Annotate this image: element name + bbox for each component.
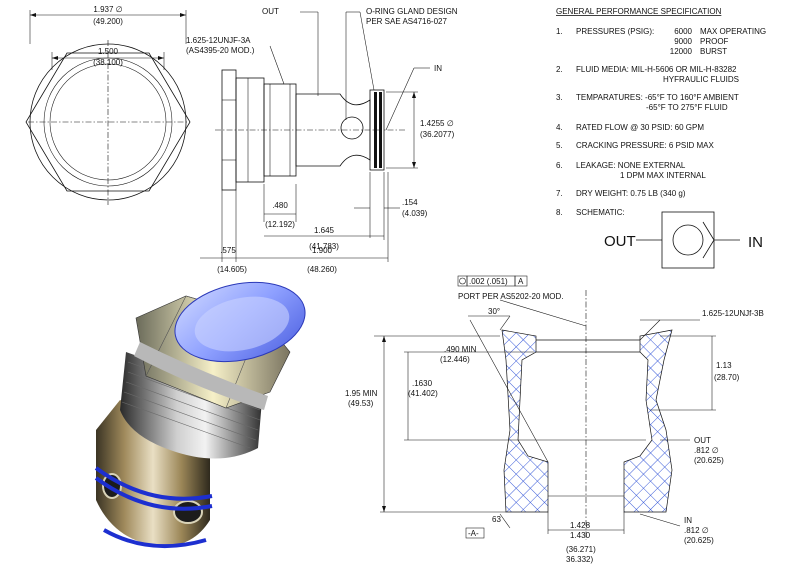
leak-line-2: 1 DPM MAX INTERNAL — [620, 171, 706, 180]
side-in-label: IN — [434, 64, 442, 73]
spec-label-7: DRY WEIGHT: 0.75 LB (340 g) — [576, 189, 686, 198]
dim-1630-mm: (41.402) — [408, 389, 438, 398]
temp-line-2: -65°F TO 275°F FLUID — [646, 103, 728, 112]
dim-490-mm: (12.446) — [440, 355, 470, 364]
dim-flat-mm: (38.100) — [93, 58, 123, 67]
fcf-datum: A — [518, 277, 524, 286]
dim-hex-od-mm: (49.200) — [93, 17, 123, 26]
oring-note-1: O-RING GLAND DESIGN — [366, 7, 458, 16]
dim-490: .490 MIN — [444, 345, 477, 354]
dim-195-mm: (49.53) — [348, 399, 374, 408]
dim-154: .154 — [402, 198, 418, 207]
dim-480-mm: (12.192) — [265, 220, 295, 229]
pressure-name-1: MAX OPERATING — [700, 27, 766, 36]
spec-num-7: 7. — [556, 189, 563, 198]
dia-1-mm: (36.2077) — [420, 130, 455, 139]
schematic-out-label: OUT — [604, 233, 636, 250]
spec-num-6: 6. — [556, 161, 563, 170]
spec-num-1: 1. — [556, 27, 563, 36]
pressure-value-2: 9000 — [674, 37, 692, 46]
spec-label-5: CRACKING PRESSURE: 6 PSID MAX — [576, 141, 714, 150]
check-valve-schematic — [636, 211, 740, 269]
dim-1430: 1.430 — [570, 531, 591, 540]
spec-num-4: 4. — [556, 123, 563, 132]
port-out-label: OUT — [694, 436, 711, 445]
dim-113-mm: (28.70) — [714, 373, 740, 382]
dim-1900: 1.900 — [312, 246, 333, 255]
spec-label-2: FLUID MEDIA: MIL-H-5606 OR MIL-H-83282 — [576, 65, 737, 74]
port-thread: 1.625-12UNJf-3B — [702, 309, 764, 318]
dim-154-mm: (4.039) — [402, 209, 428, 218]
side-view — [200, 11, 430, 262]
pressure-name-2: PROOF — [700, 37, 729, 46]
spec-num-2: 2. — [556, 65, 563, 74]
fluid-line-2: HYFRAULIC FLUIDS — [663, 75, 739, 84]
fcf-tolerance: .002 (.051) — [469, 277, 508, 286]
port-in-label: IN — [684, 516, 692, 525]
spec-label-4: RATED FLOW @ 30 PSID: 60 GPM — [576, 123, 704, 132]
dim-575: .575 — [220, 246, 236, 255]
dim-1428-mm: (36.271) — [566, 545, 596, 554]
spec-num-8: 8. — [556, 208, 563, 217]
datum-label: -A- — [468, 529, 479, 538]
dim-575-mm: (14.605) — [217, 265, 247, 274]
oring-note-2: PER SAE AS4716-027 — [366, 17, 447, 26]
pressure-value-1: 6000 — [674, 27, 692, 36]
dim-1430-mm: 36.332) — [566, 555, 593, 564]
port-section-view — [374, 275, 716, 540]
thread-note-2: (AS4395-20 MOD.) — [186, 46, 255, 55]
spec-label-1: PRESSURES (PSIG): — [576, 27, 654, 36]
pressure-value-3: 12000 — [670, 47, 693, 56]
side-out-label: OUT — [262, 7, 279, 16]
dim-1630: .1630 — [412, 379, 433, 388]
port-note: PORT PER AS5202-20 MOD. — [458, 292, 564, 301]
schematic-in-label: IN — [748, 234, 763, 251]
dim-113: 1.13 — [716, 361, 732, 370]
valve-3d-render — [94, 281, 306, 549]
pressure-name-3: BURST — [700, 47, 727, 56]
spec-num-5: 5. — [556, 141, 563, 150]
dim-hex-od: 1.937 ∅ — [93, 5, 122, 14]
dia-1: 1.4255 ∅ — [420, 119, 454, 128]
port-in-dia: .812 ∅ — [684, 526, 709, 535]
dim-1428: 1.428 — [570, 521, 591, 530]
thread-note-1: 1.625-12UNJF-3A — [186, 36, 251, 45]
dim-480: .480 — [272, 201, 288, 210]
dim-1645: 1.645 — [314, 226, 335, 235]
surface-finish: 63 — [492, 515, 501, 524]
port-in-dia-mm: (20.625) — [684, 536, 714, 545]
dim-1645-mm: (41.783) — [309, 242, 339, 251]
spec-title: GENERAL PERFORMANCE SPECIFICATION — [556, 7, 722, 16]
spec-label-3: TEMPARATURES: -65°F TO 160°F AMBIENT — [576, 93, 739, 102]
port-out-dia-mm: (20.625) — [694, 456, 724, 465]
spec-list: 1. PRESSURES (PSIG): 6000 MAX OPERATING … — [556, 27, 766, 217]
angle-label: 30° — [488, 307, 500, 316]
dim-1900-mm: (48.260) — [307, 265, 337, 274]
spec-label-8: SCHEMATIC: — [576, 208, 625, 217]
hex-end-view — [25, 10, 191, 205]
port-out-dia: .812 ∅ — [694, 446, 719, 455]
dim-flat: 1.500 — [98, 47, 119, 56]
dim-195: 1.95 MIN — [345, 389, 378, 398]
spec-num-3: 3. — [556, 93, 563, 102]
spec-label-6: LEAKAGE: NONE EXTERNAL — [576, 161, 686, 170]
